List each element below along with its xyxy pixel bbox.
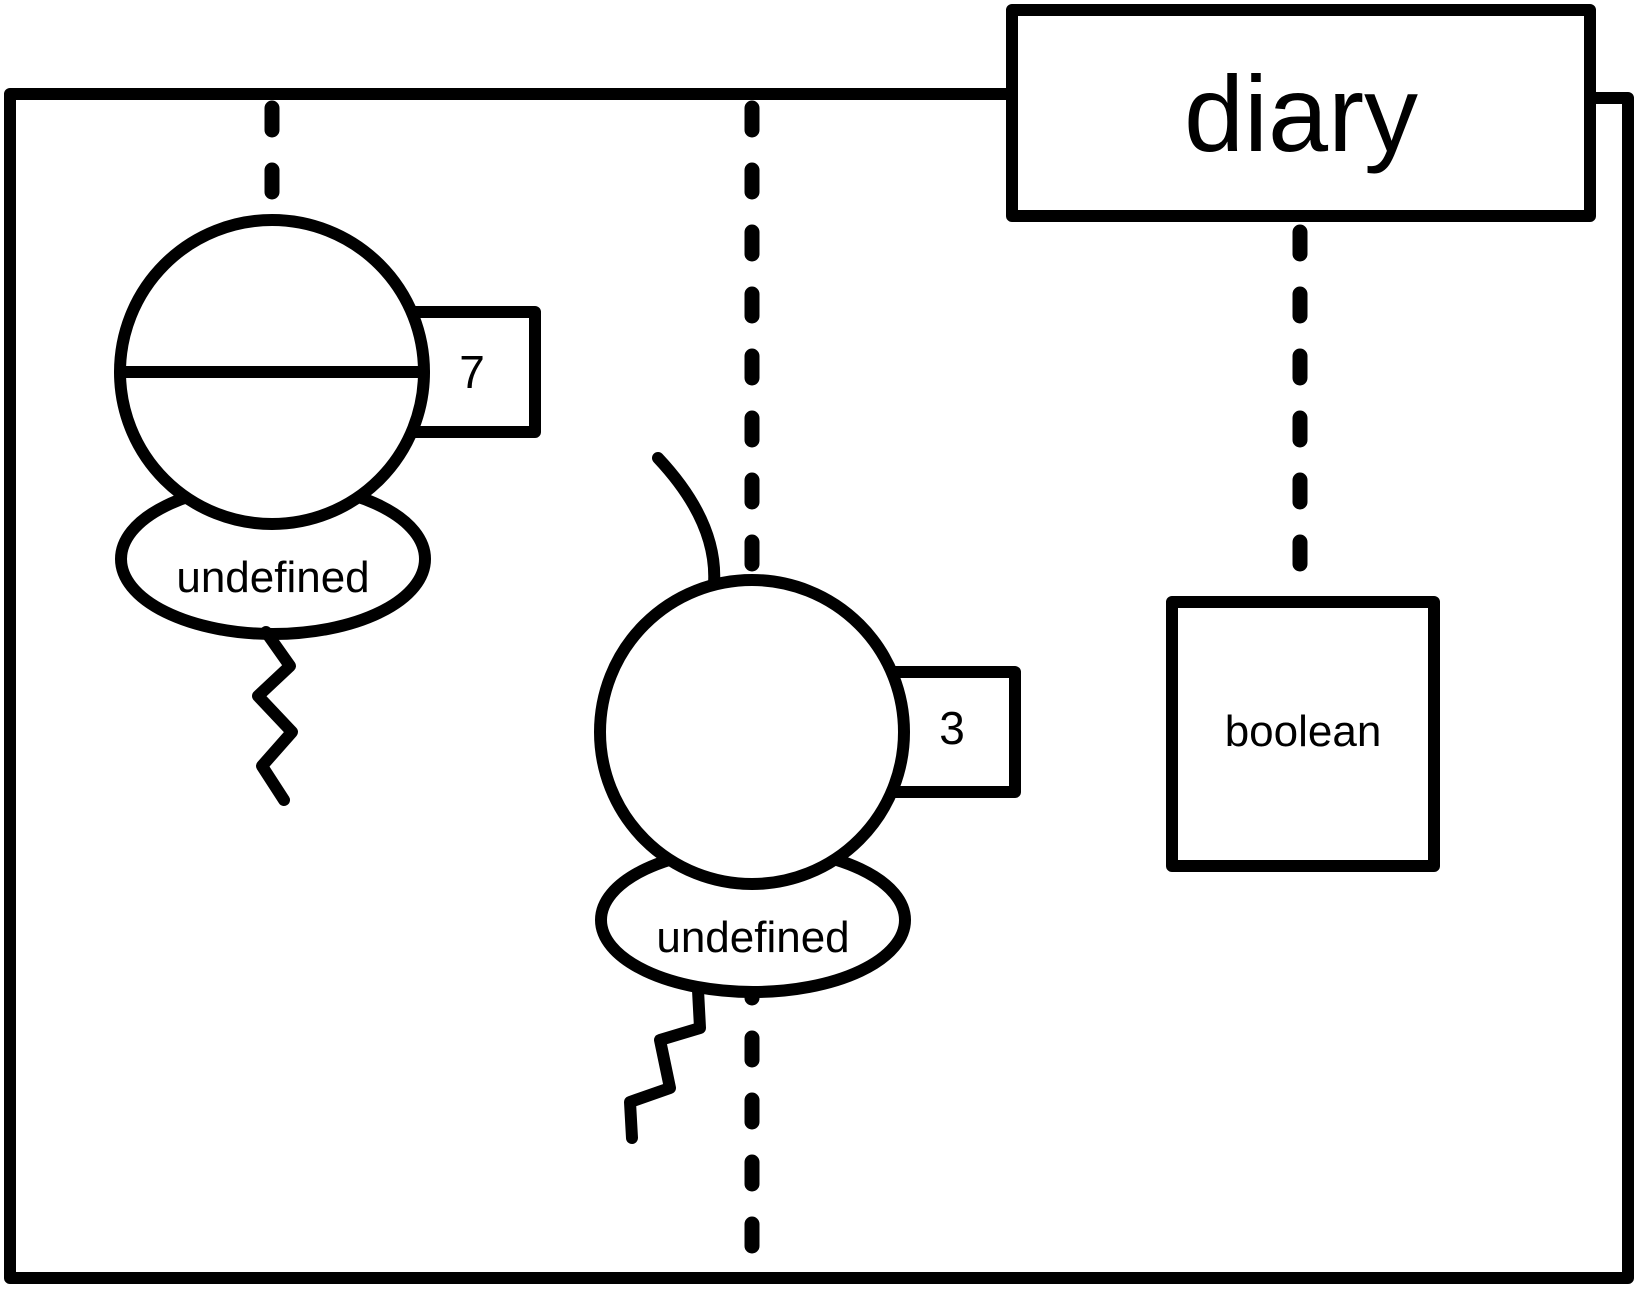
title-box	[1006, 4, 1596, 222]
node-b-circle	[594, 574, 910, 890]
node-a-zigzag	[252, 626, 298, 806]
outer-frame	[4, 88, 1634, 1284]
node-a: 7 undefined	[114, 214, 541, 806]
node-b-badge-label: 3	[939, 702, 965, 754]
node-a-badge-label: 7	[459, 346, 485, 398]
title-label: diary	[1184, 53, 1418, 174]
node-b-zigzag	[624, 984, 706, 1144]
node-b: 3 undefined	[594, 452, 1021, 1144]
type-box: boolean	[1166, 596, 1440, 872]
node-a-label: undefined	[176, 553, 369, 602]
title-tab: diary	[1006, 4, 1596, 222]
type-box-label: boolean	[1225, 707, 1382, 756]
node-b-label: undefined	[656, 913, 849, 962]
node-b-arc	[652, 452, 721, 590]
type-box-rect	[1166, 596, 1440, 872]
